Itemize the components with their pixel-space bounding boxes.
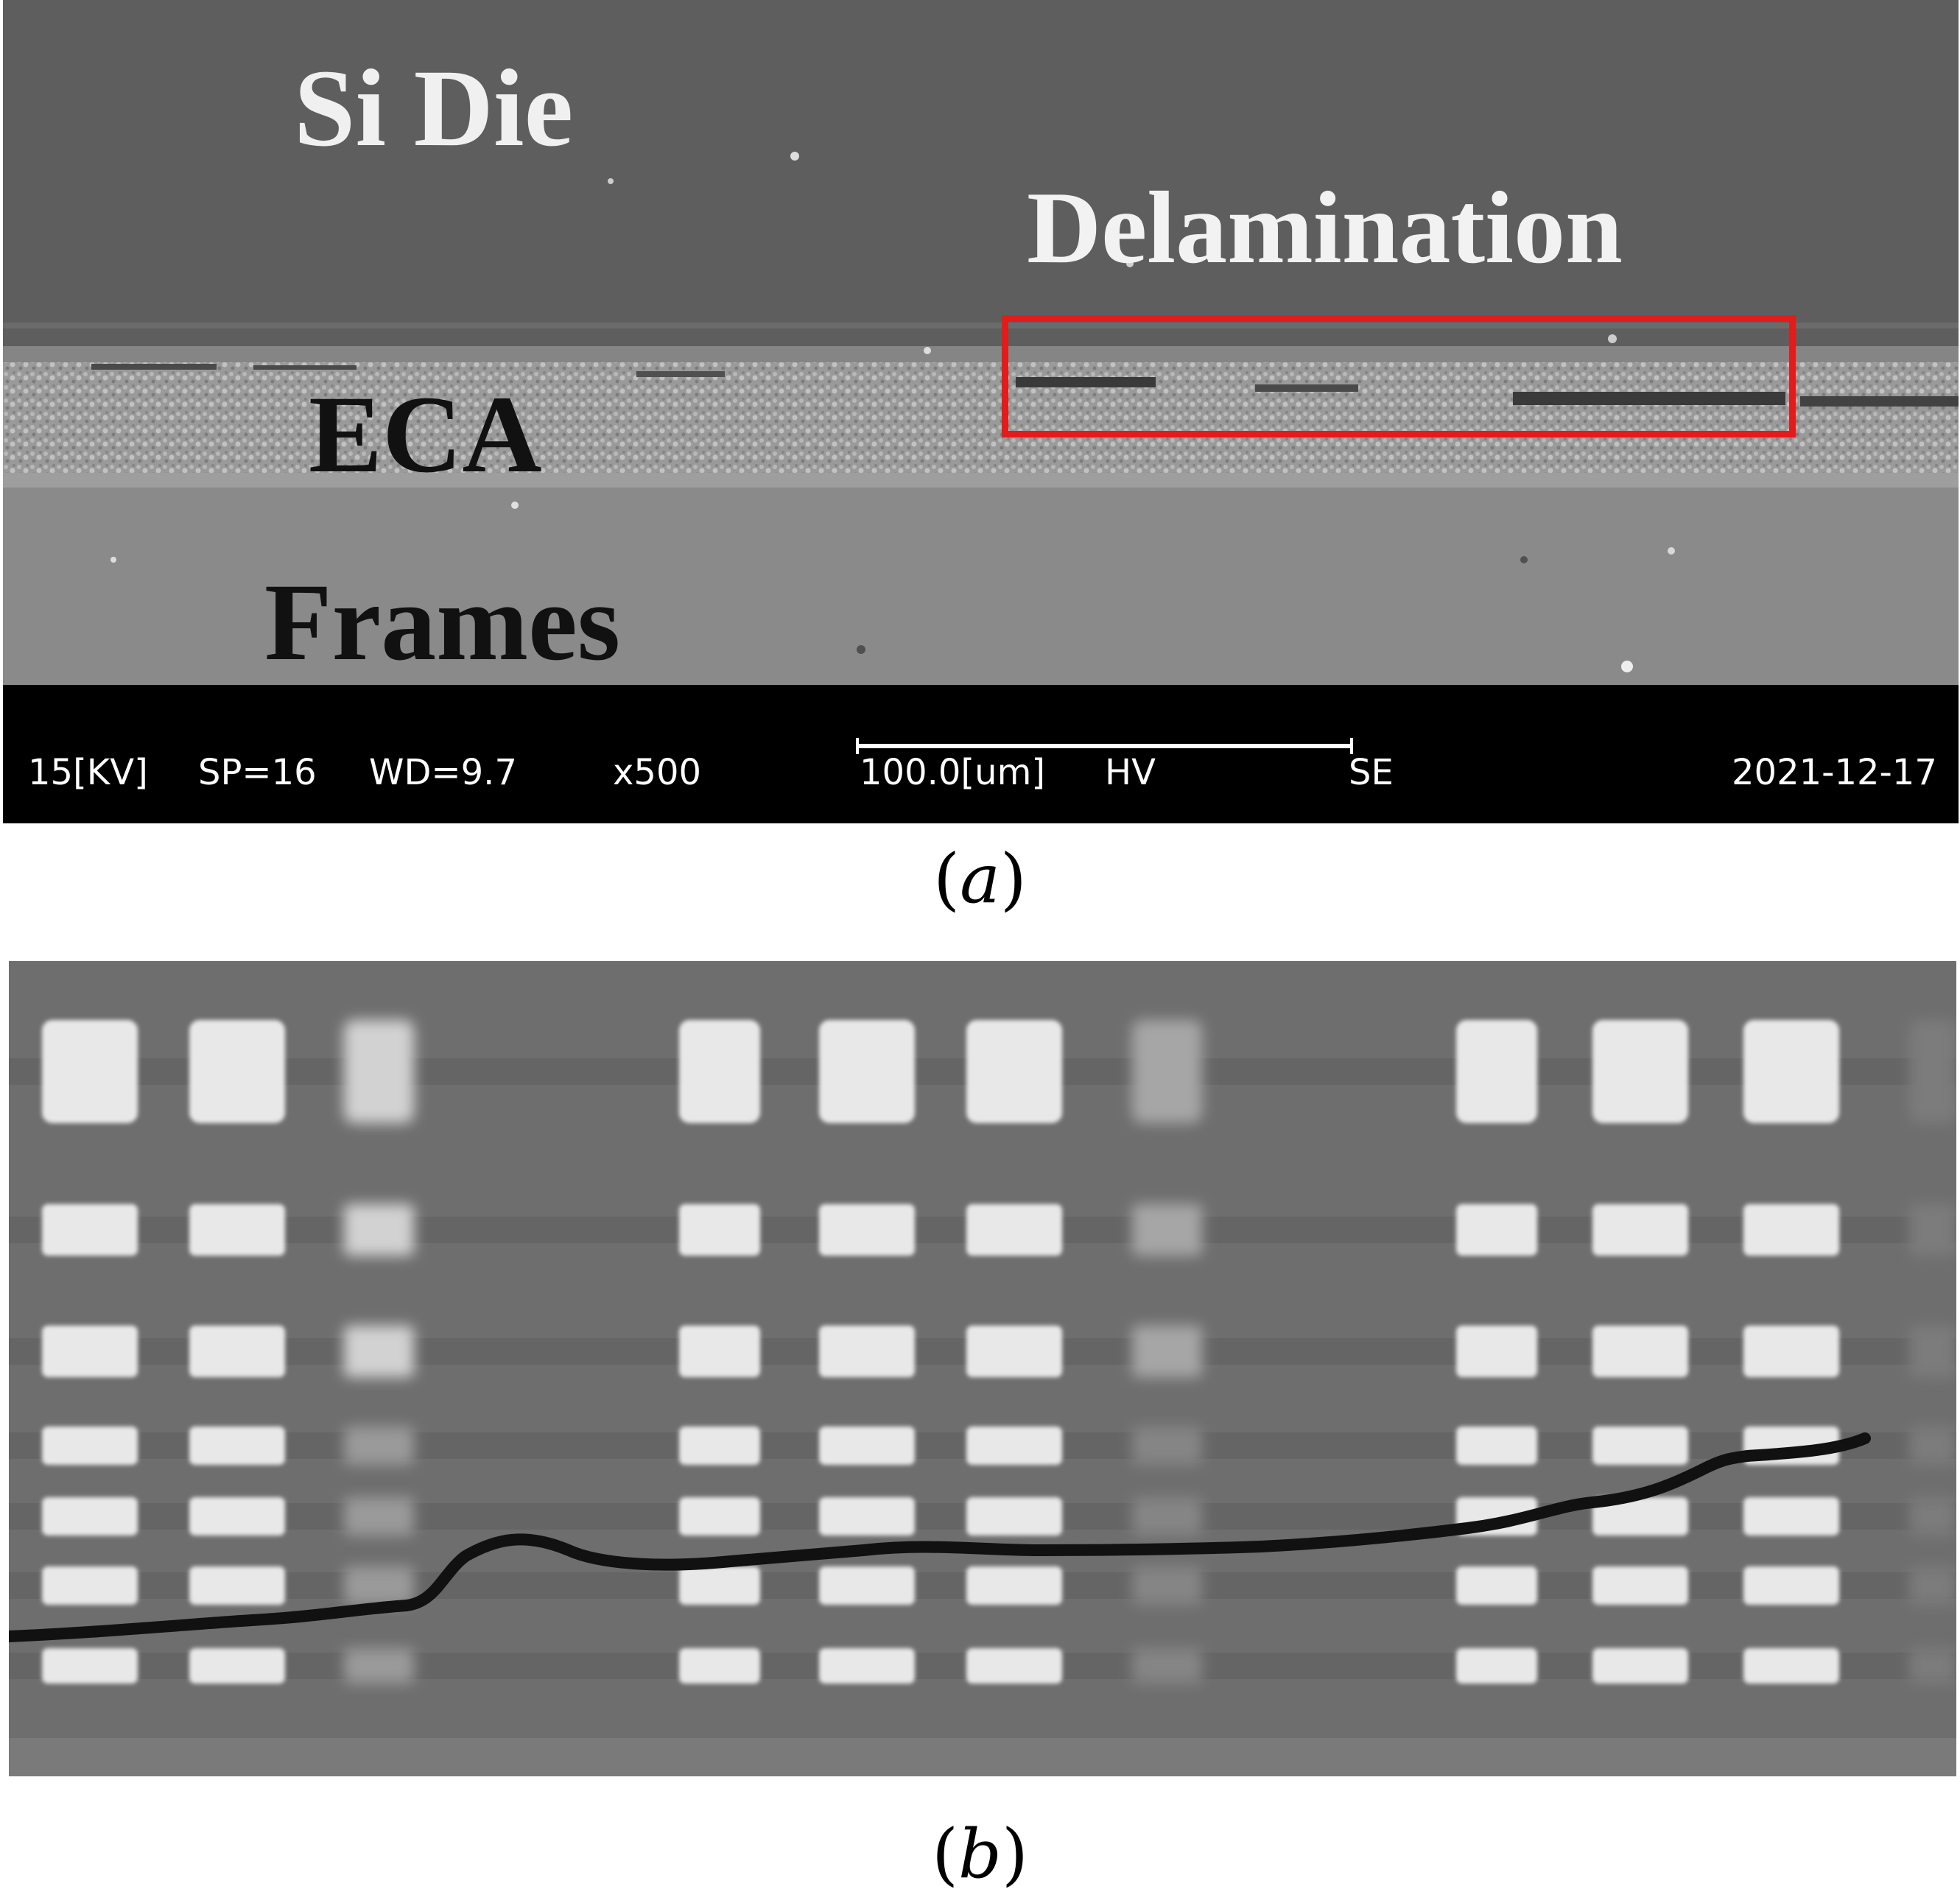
detector-readout: SE: [1349, 752, 1394, 793]
panel-b-xray-image: [9, 961, 1956, 1776]
solder-pad: [344, 1566, 414, 1605]
crack-line: [9, 1432, 1871, 1642]
solder-pad: [1592, 1326, 1688, 1377]
solder-pad: [679, 1020, 760, 1123]
solder-pad: [966, 1497, 1062, 1536]
solder-pad: [344, 1020, 414, 1123]
solder-pad: [1909, 1020, 1956, 1123]
solder-pad: [42, 1427, 138, 1465]
solder-pad: [1592, 1204, 1688, 1256]
scale-readout: 100.0[um]: [860, 752, 1046, 793]
solder-pad: [966, 1427, 1062, 1465]
solder-pad: [189, 1020, 285, 1123]
scale-bar: [856, 738, 1353, 754]
solder-pad: [1743, 1566, 1839, 1605]
sem-info-bar: 15[KV] SP=16 WD=9.7 x500 100.0[um] HV SE…: [3, 685, 1959, 823]
delamination-highlight-box: [1002, 315, 1796, 437]
xray-svg: [9, 961, 1956, 1776]
solder-pad: [819, 1566, 915, 1605]
solder-pad: [819, 1326, 915, 1377]
solder-pad: [42, 1497, 138, 1536]
solder-pad: [344, 1648, 414, 1684]
solder-pad: [42, 1326, 138, 1377]
si-die-label: Si Die: [294, 47, 574, 169]
solder-pad: [189, 1648, 285, 1684]
solder-pad: [1456, 1020, 1537, 1123]
solder-pad: [1592, 1648, 1688, 1684]
solder-pad: [966, 1648, 1062, 1684]
solder-pad: [1743, 1326, 1839, 1377]
solder-pad: [42, 1020, 138, 1123]
solder-pad: [344, 1427, 414, 1465]
solder-pad: [1456, 1427, 1537, 1465]
solder-pad: [1132, 1497, 1202, 1536]
vacuum-readout: HV: [1105, 752, 1156, 793]
solder-pad: [819, 1427, 915, 1465]
solder-pad: [1132, 1648, 1202, 1684]
solder-pad: [1909, 1566, 1956, 1605]
solder-pad: [679, 1326, 760, 1377]
spot-readout: SP=16: [198, 752, 317, 793]
solder-pad: [679, 1648, 760, 1684]
solder-pad: [344, 1497, 414, 1536]
caption-a-letter: a: [960, 840, 1000, 918]
solder-pad: [1909, 1497, 1956, 1536]
solder-pad: [1456, 1204, 1537, 1256]
solder-pad: [819, 1648, 915, 1684]
working-distance-readout: WD=9.7: [369, 752, 517, 793]
solder-pad: [966, 1566, 1062, 1605]
solder-pad: [1592, 1020, 1688, 1123]
solder-pad: [1456, 1326, 1537, 1377]
solder-pad: [1743, 1497, 1839, 1536]
solder-pad: [1456, 1566, 1537, 1605]
solder-pad: [189, 1497, 285, 1536]
solder-pad: [42, 1648, 138, 1684]
solder-pad: [819, 1497, 915, 1536]
solder-pad: [1909, 1204, 1956, 1256]
solder-pad: [1909, 1427, 1956, 1465]
solder-pad: [189, 1566, 285, 1605]
solder-pad: [1592, 1566, 1688, 1605]
solder-pad: [1456, 1648, 1537, 1684]
solder-pad: [679, 1497, 760, 1536]
solder-pad: [1132, 1326, 1202, 1377]
voltage-readout: 15[KV]: [28, 752, 148, 793]
solder-pad: [1132, 1020, 1202, 1123]
solder-pad: [1909, 1326, 1956, 1377]
solder-pad: [819, 1020, 915, 1123]
solder-pad: [344, 1326, 414, 1377]
solder-pad: [1132, 1204, 1202, 1256]
solder-pad: [966, 1020, 1062, 1123]
solder-pad: [1132, 1566, 1202, 1605]
caption-b: (b): [932, 1815, 1028, 1893]
eca-label: ECA: [309, 373, 542, 496]
solder-pad: [189, 1427, 285, 1465]
solder-pad: [1743, 1020, 1839, 1123]
solder-pad: [966, 1204, 1062, 1256]
solder-pad: [679, 1566, 760, 1605]
solder-pad: [189, 1326, 285, 1377]
solder-pad: [819, 1204, 915, 1256]
caption-b-letter: b: [958, 1815, 1002, 1893]
solder-pad: [679, 1204, 760, 1256]
magnification-readout: x500: [613, 752, 702, 793]
frames-label: Frames: [264, 561, 621, 683]
sem-cross-section: [3, 0, 1959, 685]
solder-pad: [679, 1427, 760, 1465]
solder-pad: [42, 1204, 138, 1256]
delamination-label: Delamination: [1027, 171, 1623, 285]
solder-pad: [1743, 1648, 1839, 1684]
solder-pad: [966, 1326, 1062, 1377]
panel-a-sem-image: Si Die Delamination ECA Frames 15[KV] SP…: [3, 0, 1959, 823]
caption-a: (a): [933, 840, 1027, 918]
solder-pad: [1592, 1427, 1688, 1465]
solder-pad: [189, 1204, 285, 1256]
solder-pad: [1909, 1648, 1956, 1684]
solder-pad: [344, 1204, 414, 1256]
solder-pad: [1132, 1427, 1202, 1465]
solder-pad: [1743, 1204, 1839, 1256]
solder-pad: [42, 1566, 138, 1605]
solder-pad: [1592, 1497, 1688, 1536]
date-readout: 2021-12-17: [1732, 752, 1937, 793]
